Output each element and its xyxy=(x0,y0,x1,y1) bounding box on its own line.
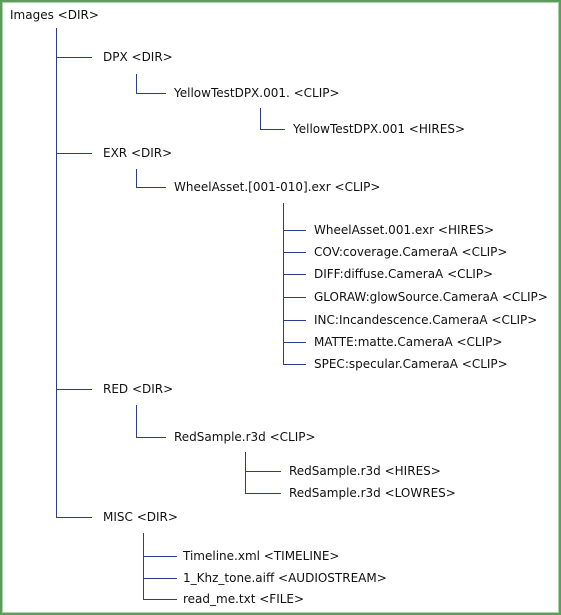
node-red-dir: RED <DIR> xyxy=(103,382,174,396)
connector-exr-clip xyxy=(136,169,166,188)
connector-red-clip xyxy=(136,405,166,438)
node-exr-child: SPEC:specular.CameraA <CLIP> xyxy=(314,357,508,371)
node-exr-child: COV:coverage.CameraA <CLIP> xyxy=(314,245,508,259)
node-exr-clip: WheelAsset.[001-010].exr <CLIP> xyxy=(174,180,381,194)
node-exr-child: DIFF:diffuse.CameraA <CLIP> xyxy=(314,267,494,281)
node-exr-child: GLORAW:glowSource.CameraA <CLIP> xyxy=(314,290,548,304)
node-red-lowres: RedSample.r3d <LOWRES> xyxy=(289,486,456,500)
node-misc-child: 1_Khz_tone.aiff <AUDIOSTREAM> xyxy=(183,571,387,585)
node-exr-child: MATTE:matte.CameraA <CLIP> xyxy=(314,335,503,349)
node-images-dir: Images <DIR> xyxy=(10,8,99,22)
node-dpx-clip: YellowTestDPX.001. <CLIP> xyxy=(174,86,340,100)
node-misc-dir: MISC <DIR> xyxy=(103,510,178,524)
node-red-hires: RedSample.r3d <HIRES> xyxy=(289,464,441,478)
connector-dpx-hires xyxy=(260,108,285,130)
node-misc-child: Timeline.xml <TIMELINE> xyxy=(183,549,340,563)
node-dpx-hires: YellowTestDPX.001 <HIRES> xyxy=(293,122,466,136)
node-misc-child: read_me.txt <FILE> xyxy=(183,592,305,606)
node-exr-dir: EXR <DIR> xyxy=(103,146,173,160)
node-dpx-dir: DPX <DIR> xyxy=(103,50,173,64)
connector-dpx-clip xyxy=(136,74,166,94)
node-exr-child: INC:Incandescence.CameraA <CLIP> xyxy=(314,313,538,327)
node-red-clip: RedSample.r3d <CLIP> xyxy=(174,430,316,444)
node-exr-child: WheelAsset.001.exr <HIRES> xyxy=(314,223,495,237)
